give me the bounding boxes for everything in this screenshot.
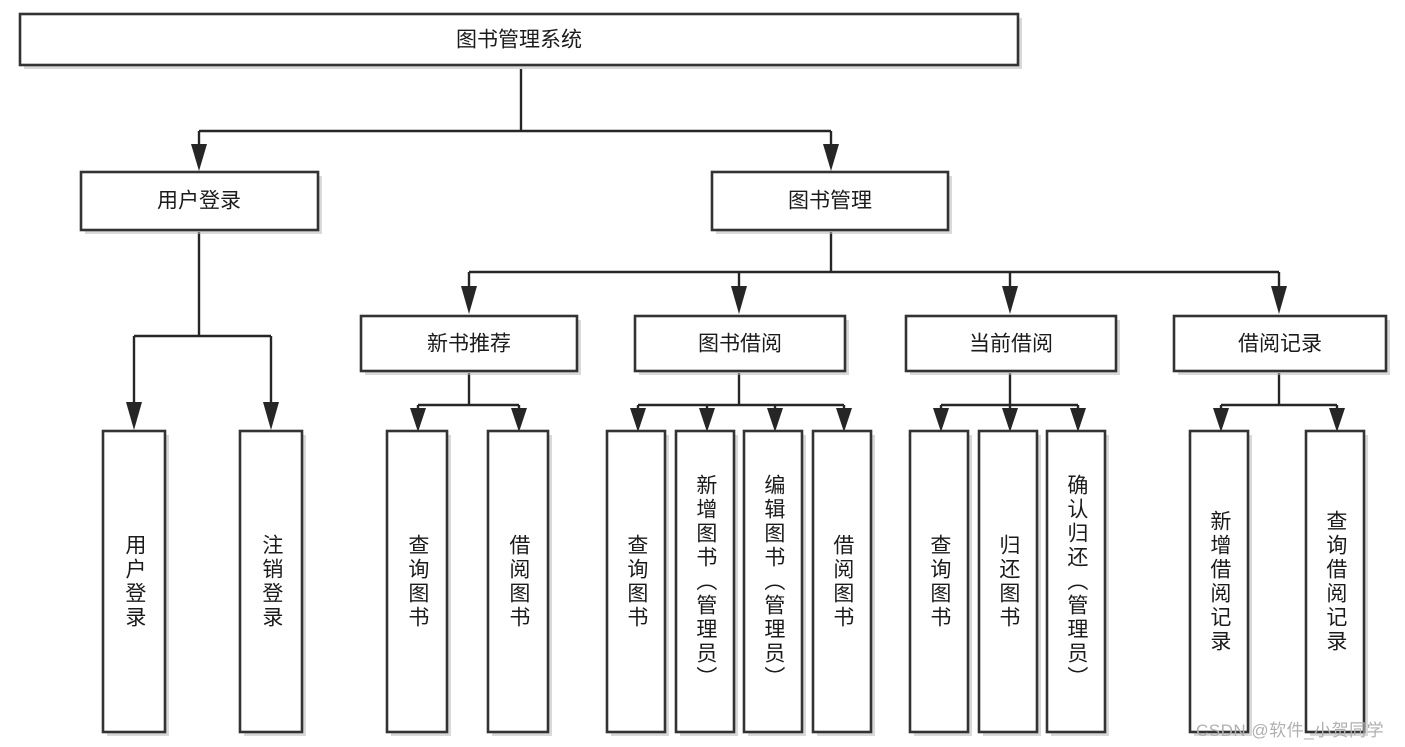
node-root[interactable]: 图书管理系统 — [18, 12, 1022, 69]
arrowhead-book-mgmt — [823, 144, 839, 171]
arrowhead-currentborrow-leaf-2 — [1002, 408, 1018, 432]
arrowhead-new-book-rec — [461, 286, 477, 314]
arrowhead-user-login — [191, 144, 207, 171]
arrowhead-current-borrow — [1002, 286, 1018, 314]
borrow-record-label: 借阅记录 — [1238, 333, 1322, 356]
leaf-box-11[interactable] — [1188, 429, 1250, 734]
leaf-box-10[interactable] — [1045, 429, 1107, 734]
arrowhead-bookborrow-leaf-3 — [767, 408, 783, 432]
arrowhead-borrow-record — [1271, 286, 1287, 314]
node-book-borrow[interactable]: 图书借阅 — [633, 314, 849, 375]
leaf-box-5[interactable] — [674, 429, 736, 734]
borrow-record-box — [1172, 314, 1388, 373]
book-management-box — [710, 170, 950, 232]
root-label: 图书管理系统 — [456, 29, 582, 52]
leaf-box-3[interactable] — [486, 429, 550, 734]
node-current-borrow[interactable]: 当前借阅 — [904, 314, 1120, 375]
leaf-boxes — [101, 429, 1368, 736]
connector-layer — [126, 69, 1345, 432]
book-borrow-box — [633, 314, 847, 373]
watermark-text: CSDN @软件_小贺同学 — [1196, 721, 1385, 740]
arrowhead-borrowrecord-leaf-2 — [1329, 408, 1345, 432]
node-new-book-recommend[interactable]: 新书推荐 — [359, 314, 581, 375]
book-borrow-label: 图书借阅 — [698, 333, 782, 356]
current-borrow-box — [904, 314, 1118, 373]
node-book-management[interactable]: 图书管理 — [710, 170, 952, 234]
arrowhead-leaf-user-login — [126, 402, 142, 430]
node-user-login[interactable]: 用户登录 — [79, 170, 322, 234]
new-book-recommend-box — [359, 314, 579, 373]
user-login-label: 用户登录 — [157, 190, 241, 213]
arrowhead-bookborrow-leaf-4 — [836, 408, 852, 432]
arrowhead-newbook-leaf-2 — [511, 408, 527, 432]
arrowhead-leaf-logout — [263, 402, 279, 430]
leaf-box-9[interactable] — [977, 429, 1039, 734]
leaf-box-4[interactable] — [605, 429, 667, 734]
arrowhead-book-borrow — [731, 286, 747, 314]
book-management-label: 图书管理 — [788, 190, 872, 213]
arrowhead-currentborrow-leaf-1 — [933, 408, 949, 432]
arrowhead-bookborrow-leaf-1 — [630, 408, 646, 432]
leaf-box-8[interactable] — [908, 429, 970, 734]
leaf-box-12[interactable] — [1304, 429, 1366, 734]
arrowhead-currentborrow-leaf-3 — [1070, 408, 1086, 432]
leaf-box-7[interactable] — [811, 429, 873, 734]
arrowhead-newbook-leaf-1 — [410, 408, 426, 432]
arrowhead-bookborrow-leaf-2 — [699, 408, 715, 432]
node-borrow-record[interactable]: 借阅记录 — [1172, 314, 1390, 375]
arrowhead-borrowrecord-leaf-1 — [1213, 408, 1229, 432]
new-book-recommend-label: 新书推荐 — [427, 333, 511, 356]
root-box — [18, 12, 1020, 67]
leaf-box-6[interactable] — [742, 429, 804, 734]
leaf-box-1[interactable] — [238, 429, 304, 734]
leaf-box-2[interactable] — [385, 429, 449, 734]
leaf-box-0[interactable] — [101, 429, 167, 734]
current-borrow-label: 当前借阅 — [969, 333, 1053, 356]
user-login-box — [79, 170, 320, 232]
